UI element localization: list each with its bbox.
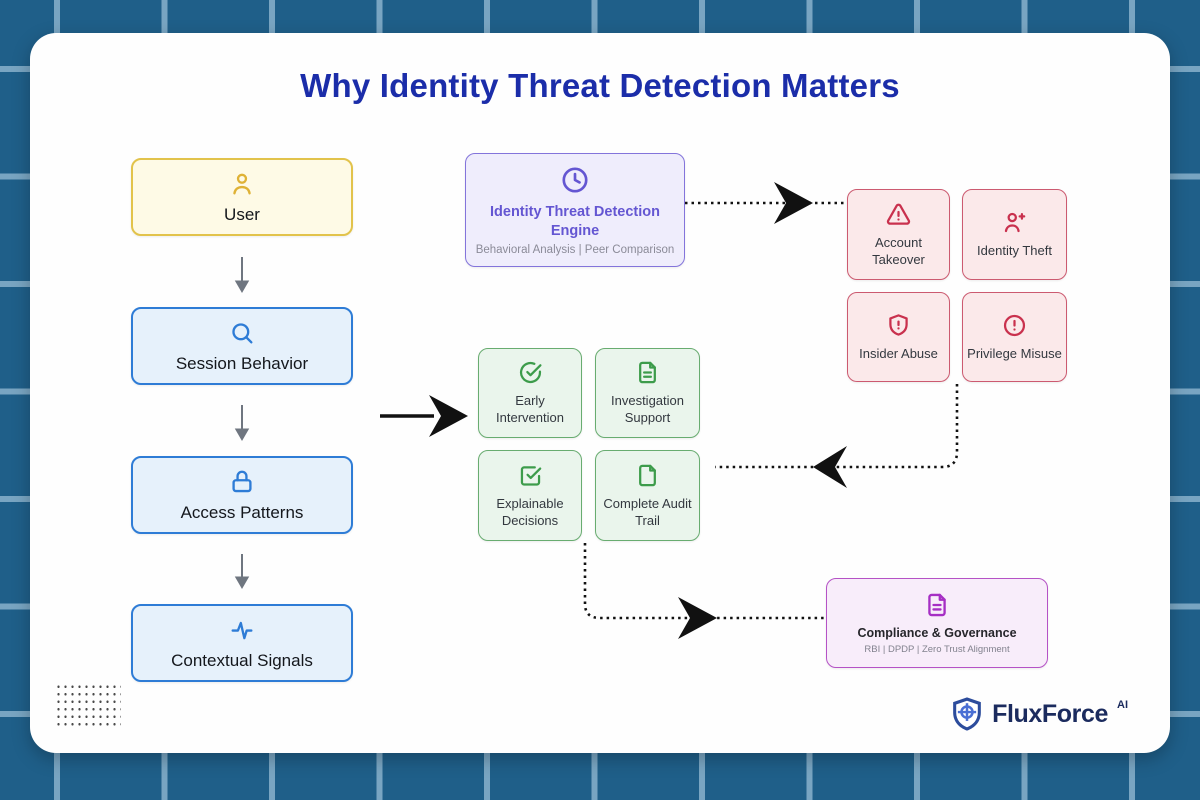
dotted-arrow-engine-to-threats: [685, 182, 847, 224]
node-access-patterns: Access Patterns: [131, 456, 353, 534]
brand-suffix: AI: [1117, 699, 1128, 711]
node-user: User: [131, 158, 353, 236]
node-label: Identity Theft: [977, 243, 1052, 259]
alert-triangle-icon: [885, 201, 912, 228]
node-insider-abuse: Insider Abuse: [847, 292, 950, 382]
search-icon: [228, 319, 256, 347]
engine-title: Identity Threat Detection Engine: [490, 204, 660, 239]
node-detection-engine: Identity Threat Detection Engine Behavio…: [465, 153, 685, 267]
file-text-icon: [634, 359, 661, 386]
compliance-subtitle: RBI | DPDP | Zero Trust Alignment: [864, 644, 1010, 655]
node-label: Investigation Support: [611, 393, 684, 425]
check-circle-icon: [517, 359, 544, 386]
file-text-icon: [923, 591, 951, 619]
node-label: Complete Audit Trail: [603, 495, 692, 528]
brand-wordmark: FluxForce: [992, 700, 1108, 728]
node-label: Session Behavior: [175, 353, 309, 373]
check-square-icon: [517, 462, 544, 489]
solid-arrow-right-icon: [380, 395, 468, 437]
node-complete-audit-trail: Complete Audit Trail: [595, 450, 700, 541]
node-early-intervention: Early Intervention: [478, 348, 582, 438]
engine-subtitle: Behavioral Analysis | Peer Comparison: [475, 243, 675, 256]
node-explainable-decisions: Explainable Decisions: [478, 450, 582, 541]
page-title: Why Identity Threat Detection Matters: [300, 67, 900, 104]
shield-logo-icon: [950, 696, 984, 732]
clock-icon: [559, 164, 591, 196]
infographic-card: Why Identity Threat Detection Matters: [30, 33, 1170, 753]
node-label: Access Patterns: [180, 502, 304, 522]
user-icon: [228, 170, 256, 198]
dotted-arrow-threats-to-benefits: [715, 384, 959, 488]
alert-circle-icon: [1001, 312, 1028, 339]
node-label: Insider Abuse: [859, 345, 938, 361]
node-label: Privilege Misuse: [967, 345, 1062, 361]
node-label: Explainable Decisions: [496, 495, 564, 528]
node-label: Contextual Signals: [171, 650, 313, 670]
shield-alert-icon: [885, 312, 912, 339]
compliance-title: Compliance & Governance: [857, 626, 1017, 640]
node-account-takeover: Account Takeover: [847, 189, 950, 280]
node-label: Early Intervention: [496, 393, 564, 425]
file-icon: [634, 462, 661, 489]
activity-pulse-icon: [228, 616, 256, 644]
node-identity-theft: Identity Theft: [962, 189, 1067, 280]
dotted-arrow-benefits-to-compliance: [583, 543, 826, 639]
node-contextual-signals: Contextual Signals: [131, 604, 353, 682]
node-privilege-misuse: Privilege Misuse: [962, 292, 1067, 382]
node-investigation-support: Investigation Support: [595, 348, 700, 438]
dot-grid-decoration: [55, 683, 121, 729]
node-label: User: [224, 204, 260, 224]
node-compliance-governance: Compliance & Governance RBI | DPDP | Zer…: [826, 578, 1048, 668]
brand-logo: FluxForce AI: [950, 696, 1128, 732]
node-session-behavior: Session Behavior: [131, 307, 353, 385]
user-plus-icon: [1001, 209, 1028, 236]
node-label: Account Takeover: [872, 234, 925, 267]
lock-icon: [228, 468, 256, 496]
